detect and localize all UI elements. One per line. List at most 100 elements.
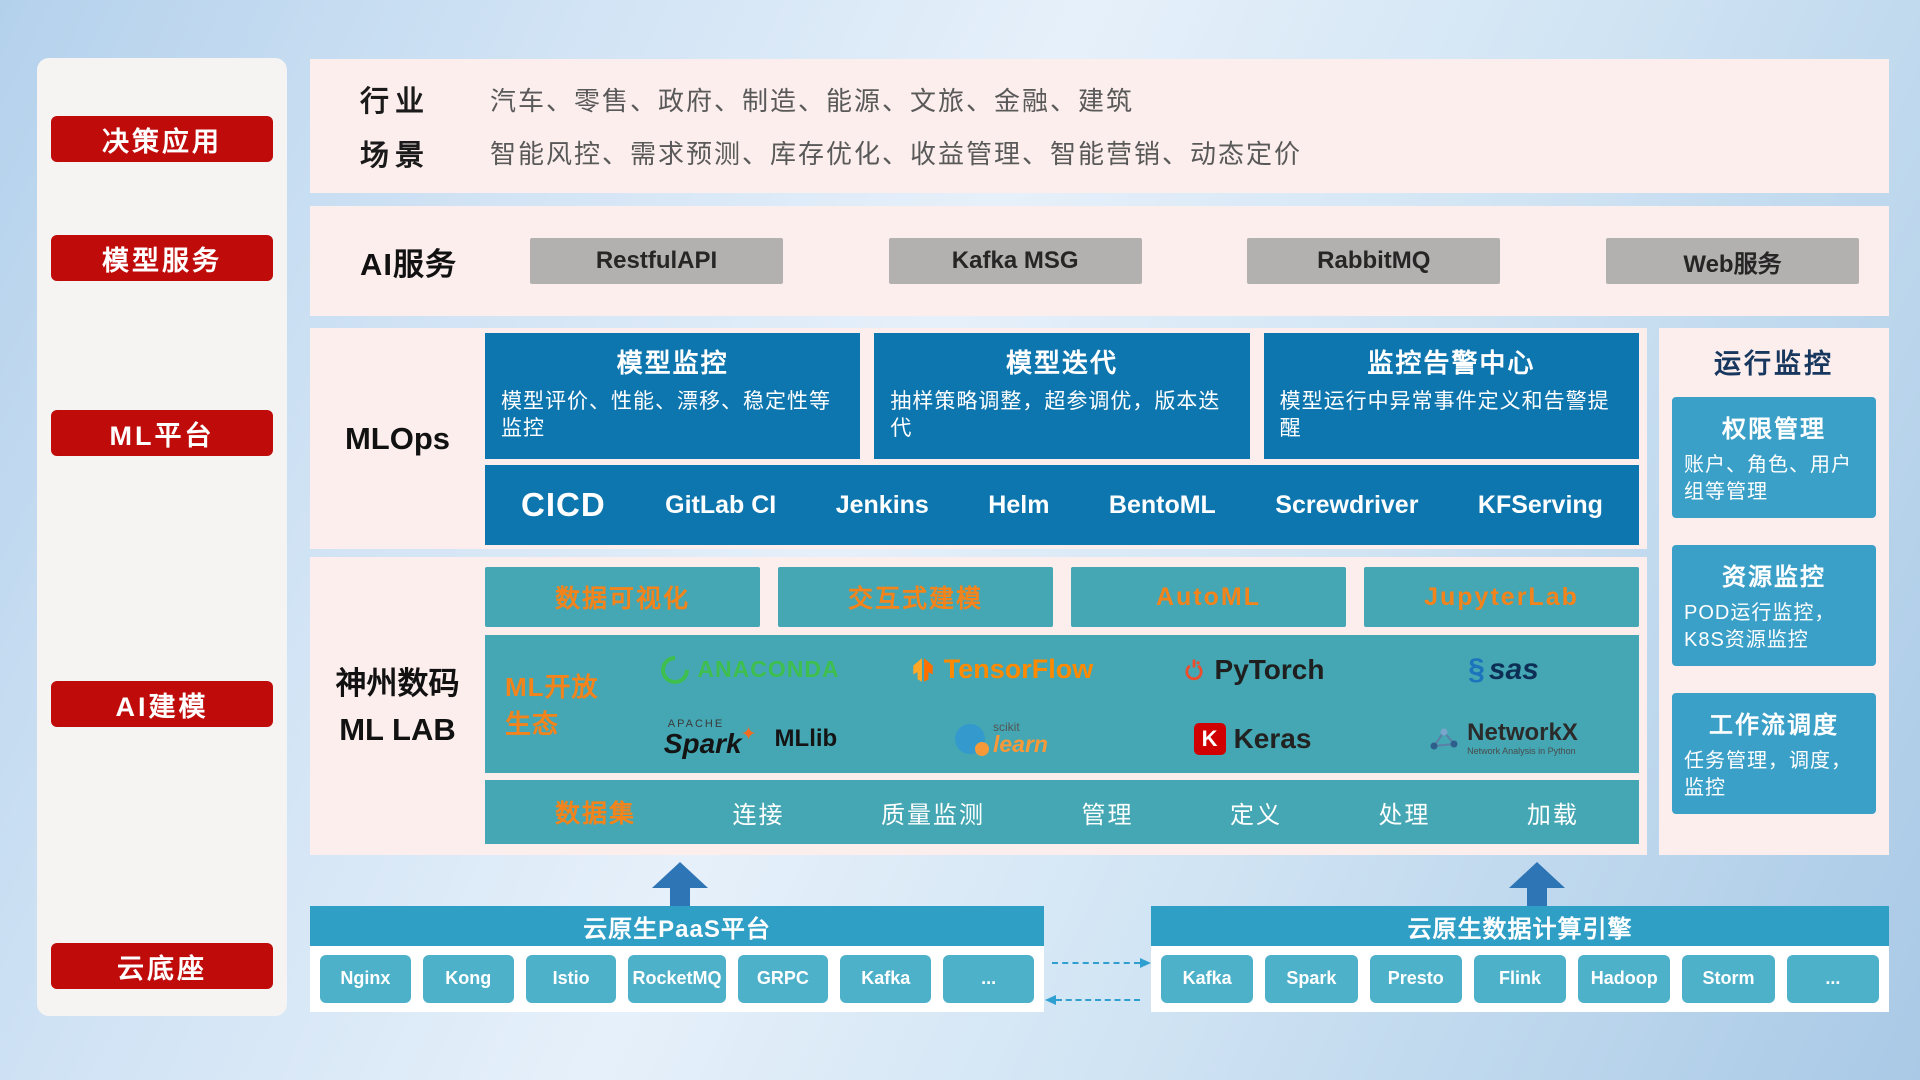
- dataset-item-quality: 质量监测: [880, 801, 985, 829]
- spark-wordmark: APACHE Spark ✦: [664, 719, 757, 758]
- tensorflow-logo: TensorFlow: [910, 654, 1093, 685]
- scenario-row: 场景 智能风控、需求预测、库存优化、收益管理、智能营销、动态定价: [360, 132, 1869, 174]
- cicd-item-bentoml: BentoML: [1108, 490, 1216, 519]
- mllab-tools-row: 数据可视化 交互式建模 AutoML JupyterLab: [485, 567, 1639, 627]
- chip-hadoop: Hadoop: [1578, 955, 1671, 1003]
- sidebar-item-ml-platform: ML平台: [51, 410, 273, 456]
- left-sidebar: 决策应用 模型服务 ML平台 AI建模 云底座: [37, 58, 287, 1016]
- pytorch-icon: [1181, 657, 1207, 683]
- spark-star-icon: ✦: [740, 724, 757, 745]
- sidebar-item-model-service: 模型服务: [51, 235, 273, 281]
- networkx-icon: [1429, 726, 1459, 752]
- ai-service-buttons: RestfulAPI Kafka MSG RabbitMQ Web服务: [530, 238, 1859, 284]
- dataset-item-connect: 连接: [732, 801, 785, 829]
- card-desc: 账户、角色、用户组等管理: [1684, 454, 1852, 503]
- mllab-content: 数据可视化 交互式建模 AutoML JupyterLab ML开放生态 ANA…: [485, 567, 1639, 847]
- chip-grpc: GRPC: [737, 955, 829, 1003]
- chip-kong: Kong: [422, 955, 514, 1003]
- card-title: 模型迭代: [1005, 348, 1118, 378]
- ai-service-panel: AI服务 RestfulAPI Kafka MSG RabbitMQ Web服务: [310, 206, 1889, 316]
- dataset-label: 数据集: [555, 800, 637, 828]
- sidebar-item-ai-modeling: AI建模: [51, 681, 273, 727]
- tool-automl: AutoML: [1071, 567, 1346, 627]
- scikit-top-text: scikit: [993, 720, 1020, 734]
- cicd-item-kfserving: KFServing: [1477, 490, 1603, 519]
- mlops-panel: MLOps 模型监控 模型评价、性能、漂移、稳定性等监控 模型迭代 抽样策略调整…: [310, 328, 1647, 549]
- card-workflow-scheduler: 工作流调度 任务管理，调度，监控: [1672, 693, 1876, 814]
- cicd-item-helm: Helm: [988, 490, 1050, 519]
- engine-chip-strip: Kafka Spark Presto Flink Hadoop Storm ..…: [1151, 946, 1889, 1012]
- sas-logo: § sas: [1468, 653, 1539, 687]
- mlops-cards: 模型监控 模型评价、性能、漂移、稳定性等监控 模型迭代 抽样策略调整，超参调优，…: [485, 333, 1639, 459]
- mllab-label: 神州数码 ML LAB: [310, 567, 485, 847]
- cicd-item-jenkins: Jenkins: [835, 490, 929, 519]
- card-alert-center: 监控告警中心 模型运行中异常事件定义和告警提醒: [1263, 333, 1639, 459]
- chip-istio: Istio: [525, 955, 617, 1003]
- pytorch-text: PyTorch: [1214, 653, 1325, 685]
- dashed-arrow-right-icon: [1052, 958, 1151, 968]
- dataset-item-define: 定义: [1229, 801, 1282, 829]
- tool-jupyterlab: JupyterLab: [1364, 567, 1639, 627]
- ml-open-eco-label: ML开放生态: [505, 672, 599, 739]
- card-desc: 模型运行中异常事件定义和告警提醒: [1279, 390, 1610, 441]
- cicd-bar: CICD GitLab CI Jenkins Helm BentoML Scre…: [485, 465, 1639, 545]
- paas-chip-strip: Nginx Kong Istio RocketMQ GRPC Kafka ...: [310, 946, 1044, 1012]
- data-engine-bar: 云原生数据计算引擎: [1151, 906, 1889, 946]
- chip-spark: Spark: [1265, 955, 1358, 1003]
- tool-data-visualization: 数据可视化: [485, 567, 760, 627]
- up-arrow-left: [652, 862, 708, 906]
- scikit-learn-icon: [955, 723, 989, 756]
- cicd-label: CICD: [521, 486, 606, 523]
- chip-more: ...: [943, 955, 1034, 1003]
- anaconda-text: ANACONDA: [697, 656, 840, 682]
- runtime-monitor-title: 运行监控: [1714, 349, 1834, 379]
- dataset-item-process: 处理: [1378, 801, 1431, 829]
- cicd-item-screwdriver: Screwdriver: [1275, 490, 1419, 519]
- chip-more-2: ...: [1786, 955, 1879, 1003]
- card-model-iteration: 模型迭代 抽样策略调整，超参调优，版本迭代: [874, 333, 1250, 459]
- anaconda-icon: [655, 649, 696, 690]
- paas-platform-bar: 云原生PaaS平台: [310, 906, 1044, 946]
- networkx-logo: NetworkX Network Analysis in Python: [1429, 719, 1578, 756]
- mlops-content: 模型监控 模型评价、性能、漂移、稳定性等监控 模型迭代 抽样策略调整，超参调优，…: [485, 333, 1639, 545]
- mllib-text: MLlib: [774, 724, 838, 752]
- scenario-value: 智能风控、需求预测、库存优化、收益管理、智能营销、动态定价: [490, 139, 1303, 170]
- industry-row: 行业 汽车、零售、政府、制造、能源、文旅、金融、建筑: [360, 78, 1869, 120]
- sas-swirl-icon: §: [1468, 652, 1485, 686]
- card-model-monitoring: 模型监控 模型评价、性能、漂移、稳定性等监控: [485, 333, 861, 459]
- spark-apache-text: APACHE: [667, 718, 725, 730]
- card-desc: 模型评价、性能、漂移、稳定性等监控: [501, 390, 831, 441]
- card-desc: 任务管理，调度，监控: [1684, 750, 1852, 799]
- tensorflow-icon: [910, 657, 936, 683]
- card-title: 资源监控: [1722, 564, 1826, 591]
- pytorch-logo: PyTorch: [1181, 653, 1325, 686]
- chip-storm: Storm: [1682, 955, 1775, 1003]
- networkx-text: NetworkX: [1467, 719, 1578, 747]
- eco-logo-grid: ANACONDA TensorFlow PyTorch: [625, 635, 1629, 773]
- service-btn-web: Web服务: [1605, 238, 1859, 284]
- chip-nginx: Nginx: [320, 955, 411, 1003]
- card-title: 工作流调度: [1709, 712, 1839, 739]
- dashed-arrow-left-icon: [1045, 995, 1140, 1005]
- ai-service-label: AI服务: [360, 246, 457, 282]
- card-desc: 抽样策略调整，超参调优，版本迭代: [890, 390, 1221, 441]
- scikit-learn-logo: scikit learn: [955, 721, 1048, 756]
- keras-text: Keras: [1233, 722, 1312, 754]
- dataset-bar: 数据集 连接 质量监测 管理 定义 处理 加载: [485, 780, 1639, 844]
- dataset-item-manage: 管理: [1081, 801, 1134, 829]
- spark-mllib-logo: APACHE Spark ✦ MLlib: [664, 719, 837, 758]
- scenario-label: 场景: [360, 139, 431, 172]
- card-permission-mgmt: 权限管理 账户、角色、用户组等管理: [1672, 397, 1876, 518]
- networkx-subtext: Network Analysis in Python: [1467, 745, 1576, 756]
- card-title: 监控告警中心: [1367, 348, 1536, 378]
- anaconda-logo: ANACONDA: [655, 649, 840, 690]
- mlops-label: MLOps: [344, 421, 451, 456]
- chip-kafka-2: Kafka: [1161, 955, 1254, 1003]
- industry-panel: 行业 汽车、零售、政府、制造、能源、文旅、金融、建筑 场景 智能风控、需求预测、…: [310, 59, 1889, 193]
- card-title: 模型监控: [616, 348, 729, 378]
- spark-text: Spark: [663, 728, 742, 759]
- sidebar-item-cloud-base: 云底座: [51, 943, 273, 989]
- industry-value: 汽车、零售、政府、制造、能源、文旅、金融、建筑: [490, 85, 1135, 116]
- card-title: 权限管理: [1722, 416, 1826, 443]
